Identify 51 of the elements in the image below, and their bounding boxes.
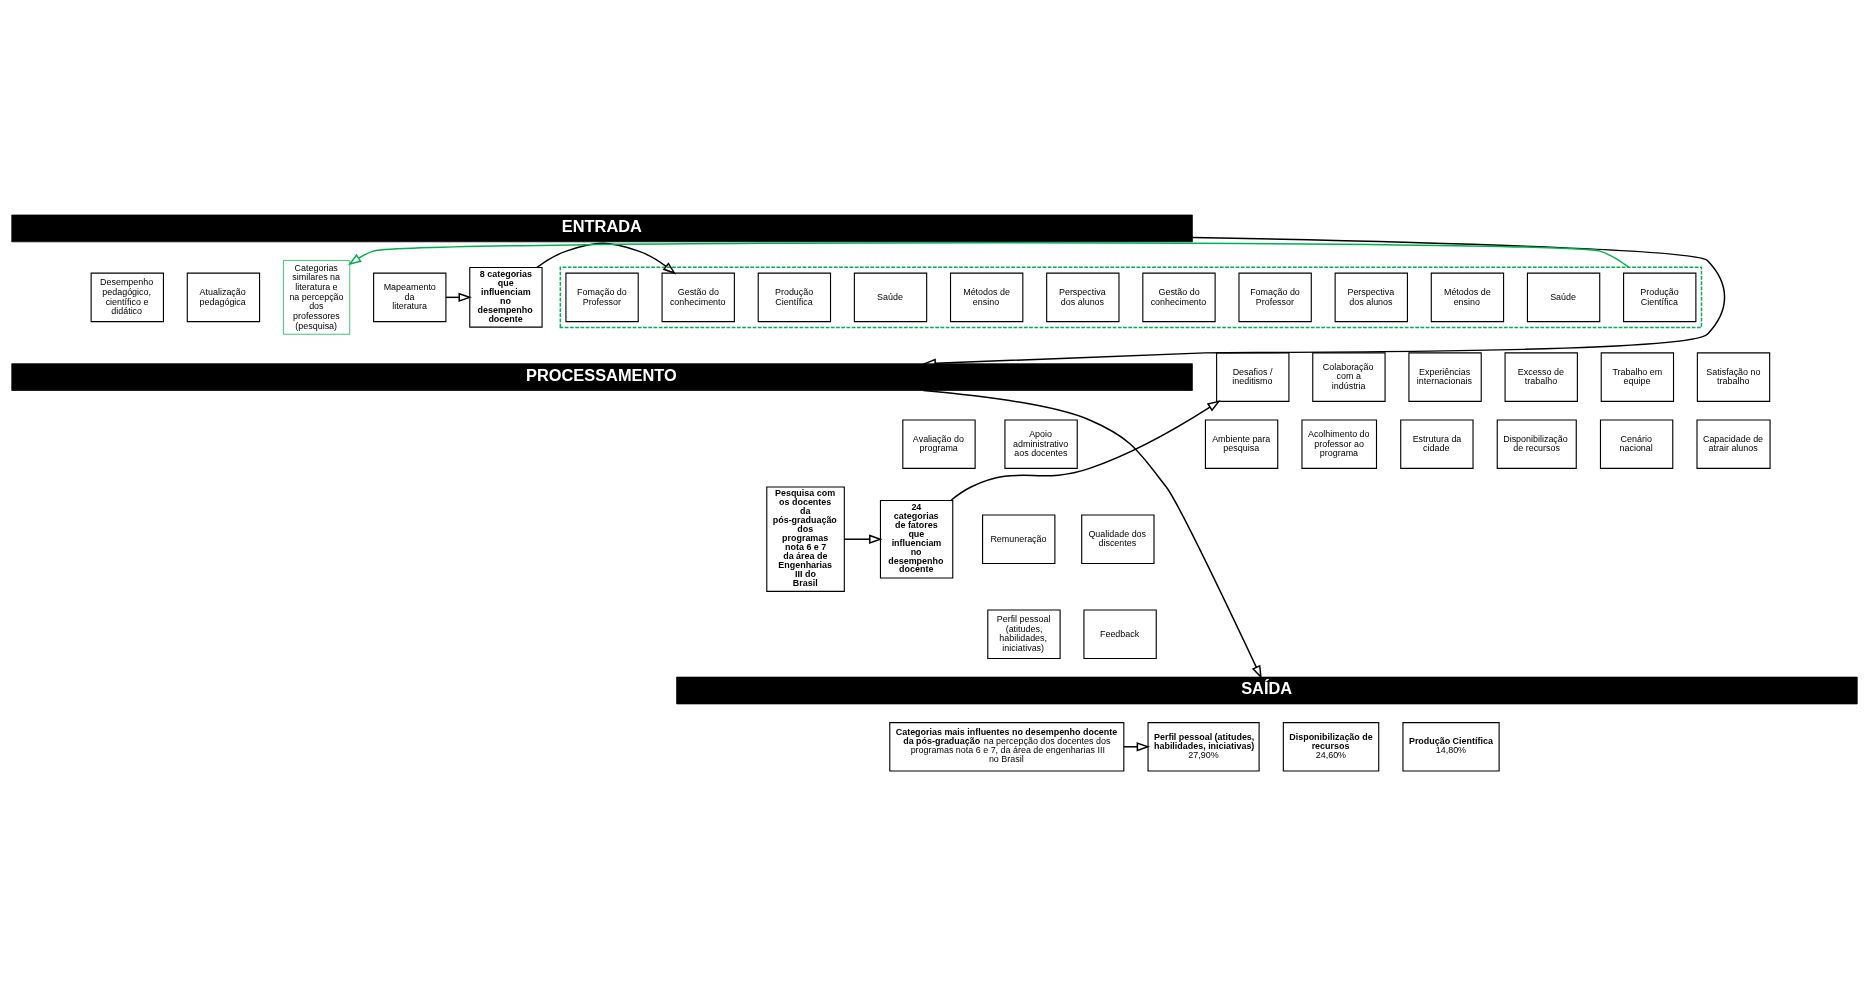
- node-box: Trabalho em equipe: [1600, 351, 1675, 402]
- node-box: Estrutura da cidade: [1400, 418, 1474, 469]
- node-box: Saúde: [1526, 272, 1601, 322]
- node-box: Produção Científica: [1623, 272, 1697, 322]
- node-box: Cenário nacional: [1599, 418, 1674, 469]
- arrow: [922, 389, 1262, 679]
- node-box: 24 categorias de fatores que influenciam no desempenho docente: [879, 499, 954, 579]
- node-box: Disponibilização de recursos 24,60%: [1282, 721, 1380, 772]
- node-box: Produção Científica 14,80%: [1402, 721, 1500, 772]
- node-box: Desempenho pedagógico, científico e didático: [90, 272, 164, 322]
- node-box: Perfil pessoal (atitudes, habilidades, iniciativas): [987, 608, 1061, 659]
- node-box: PROCESSAMENTO: [11, 362, 1193, 391]
- node-box: Métodos de ensino: [949, 272, 1024, 322]
- node-box: Desafios / ineditismo: [1216, 351, 1290, 402]
- node-box: SAÍDA: [676, 676, 1858, 704]
- node-box: Disponibilização de recursos: [1496, 418, 1577, 469]
- node-box: Qualidade dos discentes: [1081, 513, 1155, 564]
- node-box: Perfil pessoal (atitudes, habilidades, iniciativas) 27,90%: [1147, 721, 1260, 772]
- node-box: Remuneração: [982, 513, 1056, 564]
- node-box: Mapeamento da literatura: [373, 272, 447, 322]
- node-box: Acolhimento do professor ao programa: [1301, 418, 1378, 469]
- node-box: 8 categorias que influenciam no desempenho docente: [469, 266, 543, 328]
- node-box: Apoio administrativo aos docentes: [1004, 418, 1078, 469]
- arrow: [843, 534, 883, 544]
- node-box: Métodos de ensino: [1430, 272, 1505, 322]
- arrow: [348, 241, 1630, 268]
- node-box: ENTRADA: [11, 214, 1193, 242]
- node-box: Categorias similares na literatura e na percepção dos professores (pesquisa): [283, 259, 351, 335]
- node-box: Fomação do Professor: [1238, 272, 1312, 322]
- node-box: Ambiente para pesquisa: [1204, 418, 1279, 469]
- node-box: Perspectiva dos alunos: [1046, 272, 1120, 322]
- node-box: Gestão do conhecimento: [1142, 272, 1216, 322]
- node-box: Colaboração com a indústria: [1312, 351, 1386, 402]
- cluster: [559, 265, 1703, 328]
- node-box: Fomação do Professor: [565, 272, 639, 322]
- arrow: [950, 399, 1221, 501]
- node-box: Saúde: [853, 272, 928, 322]
- node-box: Perspectiva dos alunos: [1334, 272, 1408, 322]
- node-box: Avaliação do programa: [902, 418, 976, 469]
- node-box: Satisfação no trabalho: [1696, 351, 1771, 402]
- node-box: Pesquisa com os docentes da pós-graduação dos programas nota 6 e 7 da área de Engenharias III do Brasil: [766, 486, 845, 592]
- node-box: Excesso de trabalho: [1504, 351, 1578, 402]
- arrow: [536, 242, 677, 274]
- node-box: Capacidade de atrair alunos: [1696, 418, 1771, 469]
- node-box: Atualização pedagógica: [186, 272, 261, 322]
- node-box: Feedback: [1083, 608, 1157, 659]
- node-box: Experiências internacionais: [1408, 351, 1482, 402]
- node-box: Gestão do conhecimento: [661, 272, 735, 322]
- arrow: [1123, 741, 1151, 751]
- node-box: Categorias mais influentes no desempenho docente da pós-graduação na percepção dos docentes dos programas nota 6 e 7, da área de engenharias III no Brasil: [889, 721, 1125, 772]
- node-box: Produção Científica: [757, 272, 832, 322]
